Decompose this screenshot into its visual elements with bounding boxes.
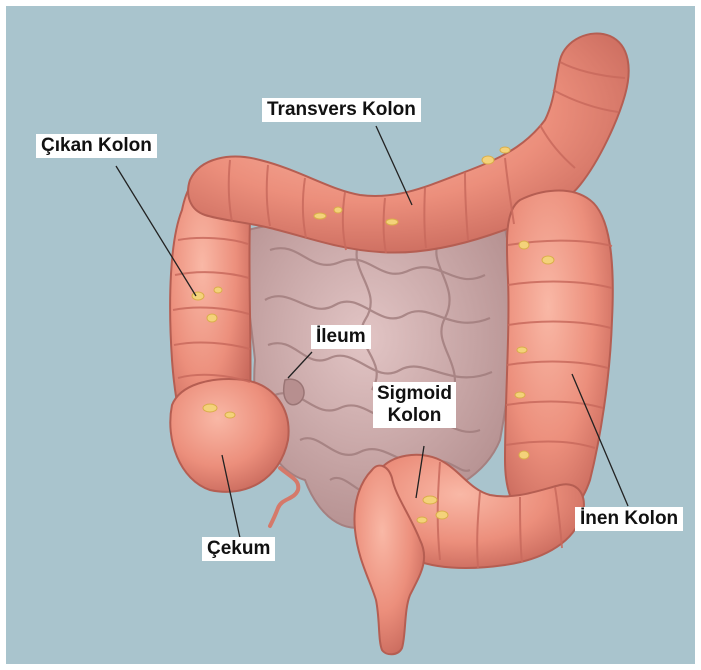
label-sigmoid-line-1: Sigmoid [377, 383, 452, 405]
label-ileum: İleum [311, 325, 371, 349]
label-sigmoid-line-2: Kolon [377, 405, 452, 427]
label-transverse-colon: Transvers Kolon [262, 98, 421, 122]
label-descending-colon: İnen Kolon [575, 507, 683, 531]
label-cecum: Çekum [202, 537, 275, 561]
leader-transverse [376, 126, 412, 205]
label-sigmoid-colon: Sigmoid Kolon [373, 382, 456, 428]
label-ascending-colon: Çıkan Kolon [36, 134, 157, 158]
